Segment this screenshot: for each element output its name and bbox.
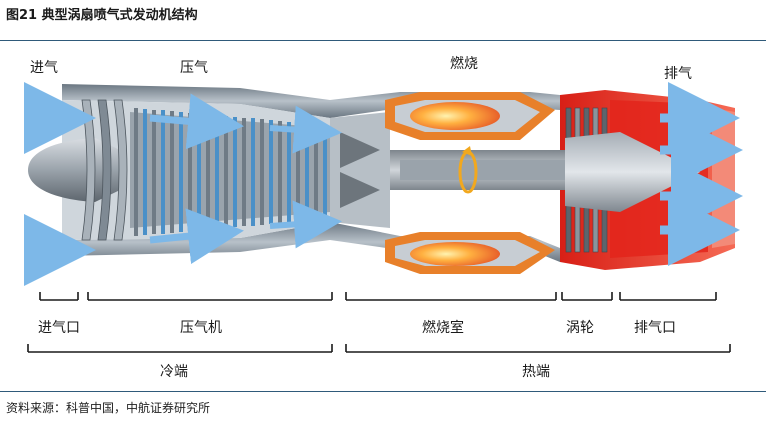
compressor	[62, 100, 330, 240]
label-turbine: 涡轮	[566, 320, 594, 336]
fan-blades	[81, 99, 128, 241]
label-intake: 进气口	[38, 320, 80, 336]
combustion-chamber-bottom	[385, 232, 555, 274]
bottom-rule	[0, 391, 766, 392]
component-brackets	[39, 292, 717, 301]
label-nozzle: 排气口	[634, 320, 676, 336]
label-combustor: 燃烧室	[422, 319, 464, 336]
top-rule	[0, 40, 766, 41]
label-compression-top: 压气	[180, 60, 208, 76]
spinner-cone	[28, 138, 120, 202]
label-exhaust-top: 排气	[664, 66, 692, 82]
diffuser	[330, 112, 390, 228]
airflow-arrows	[24, 82, 743, 286]
source-note: 资料来源：科普中国，中航证券研究所	[6, 401, 211, 415]
label-compressor: 压气机	[180, 320, 222, 336]
label-cold-end: 冷端	[160, 364, 188, 380]
figure-title: 图21 典型涡扇喷气式发动机结构	[6, 8, 198, 23]
rotation-arrow-icon	[458, 146, 478, 194]
label-intake-top: 进气	[30, 60, 58, 76]
combustion-chamber-top	[385, 92, 555, 140]
label-combustion-top: 燃烧	[450, 55, 478, 72]
label-hot-end: 热端	[522, 364, 550, 380]
zone-brackets	[27, 344, 731, 353]
compressor-blades	[134, 108, 327, 236]
exhaust-cone	[565, 132, 700, 212]
